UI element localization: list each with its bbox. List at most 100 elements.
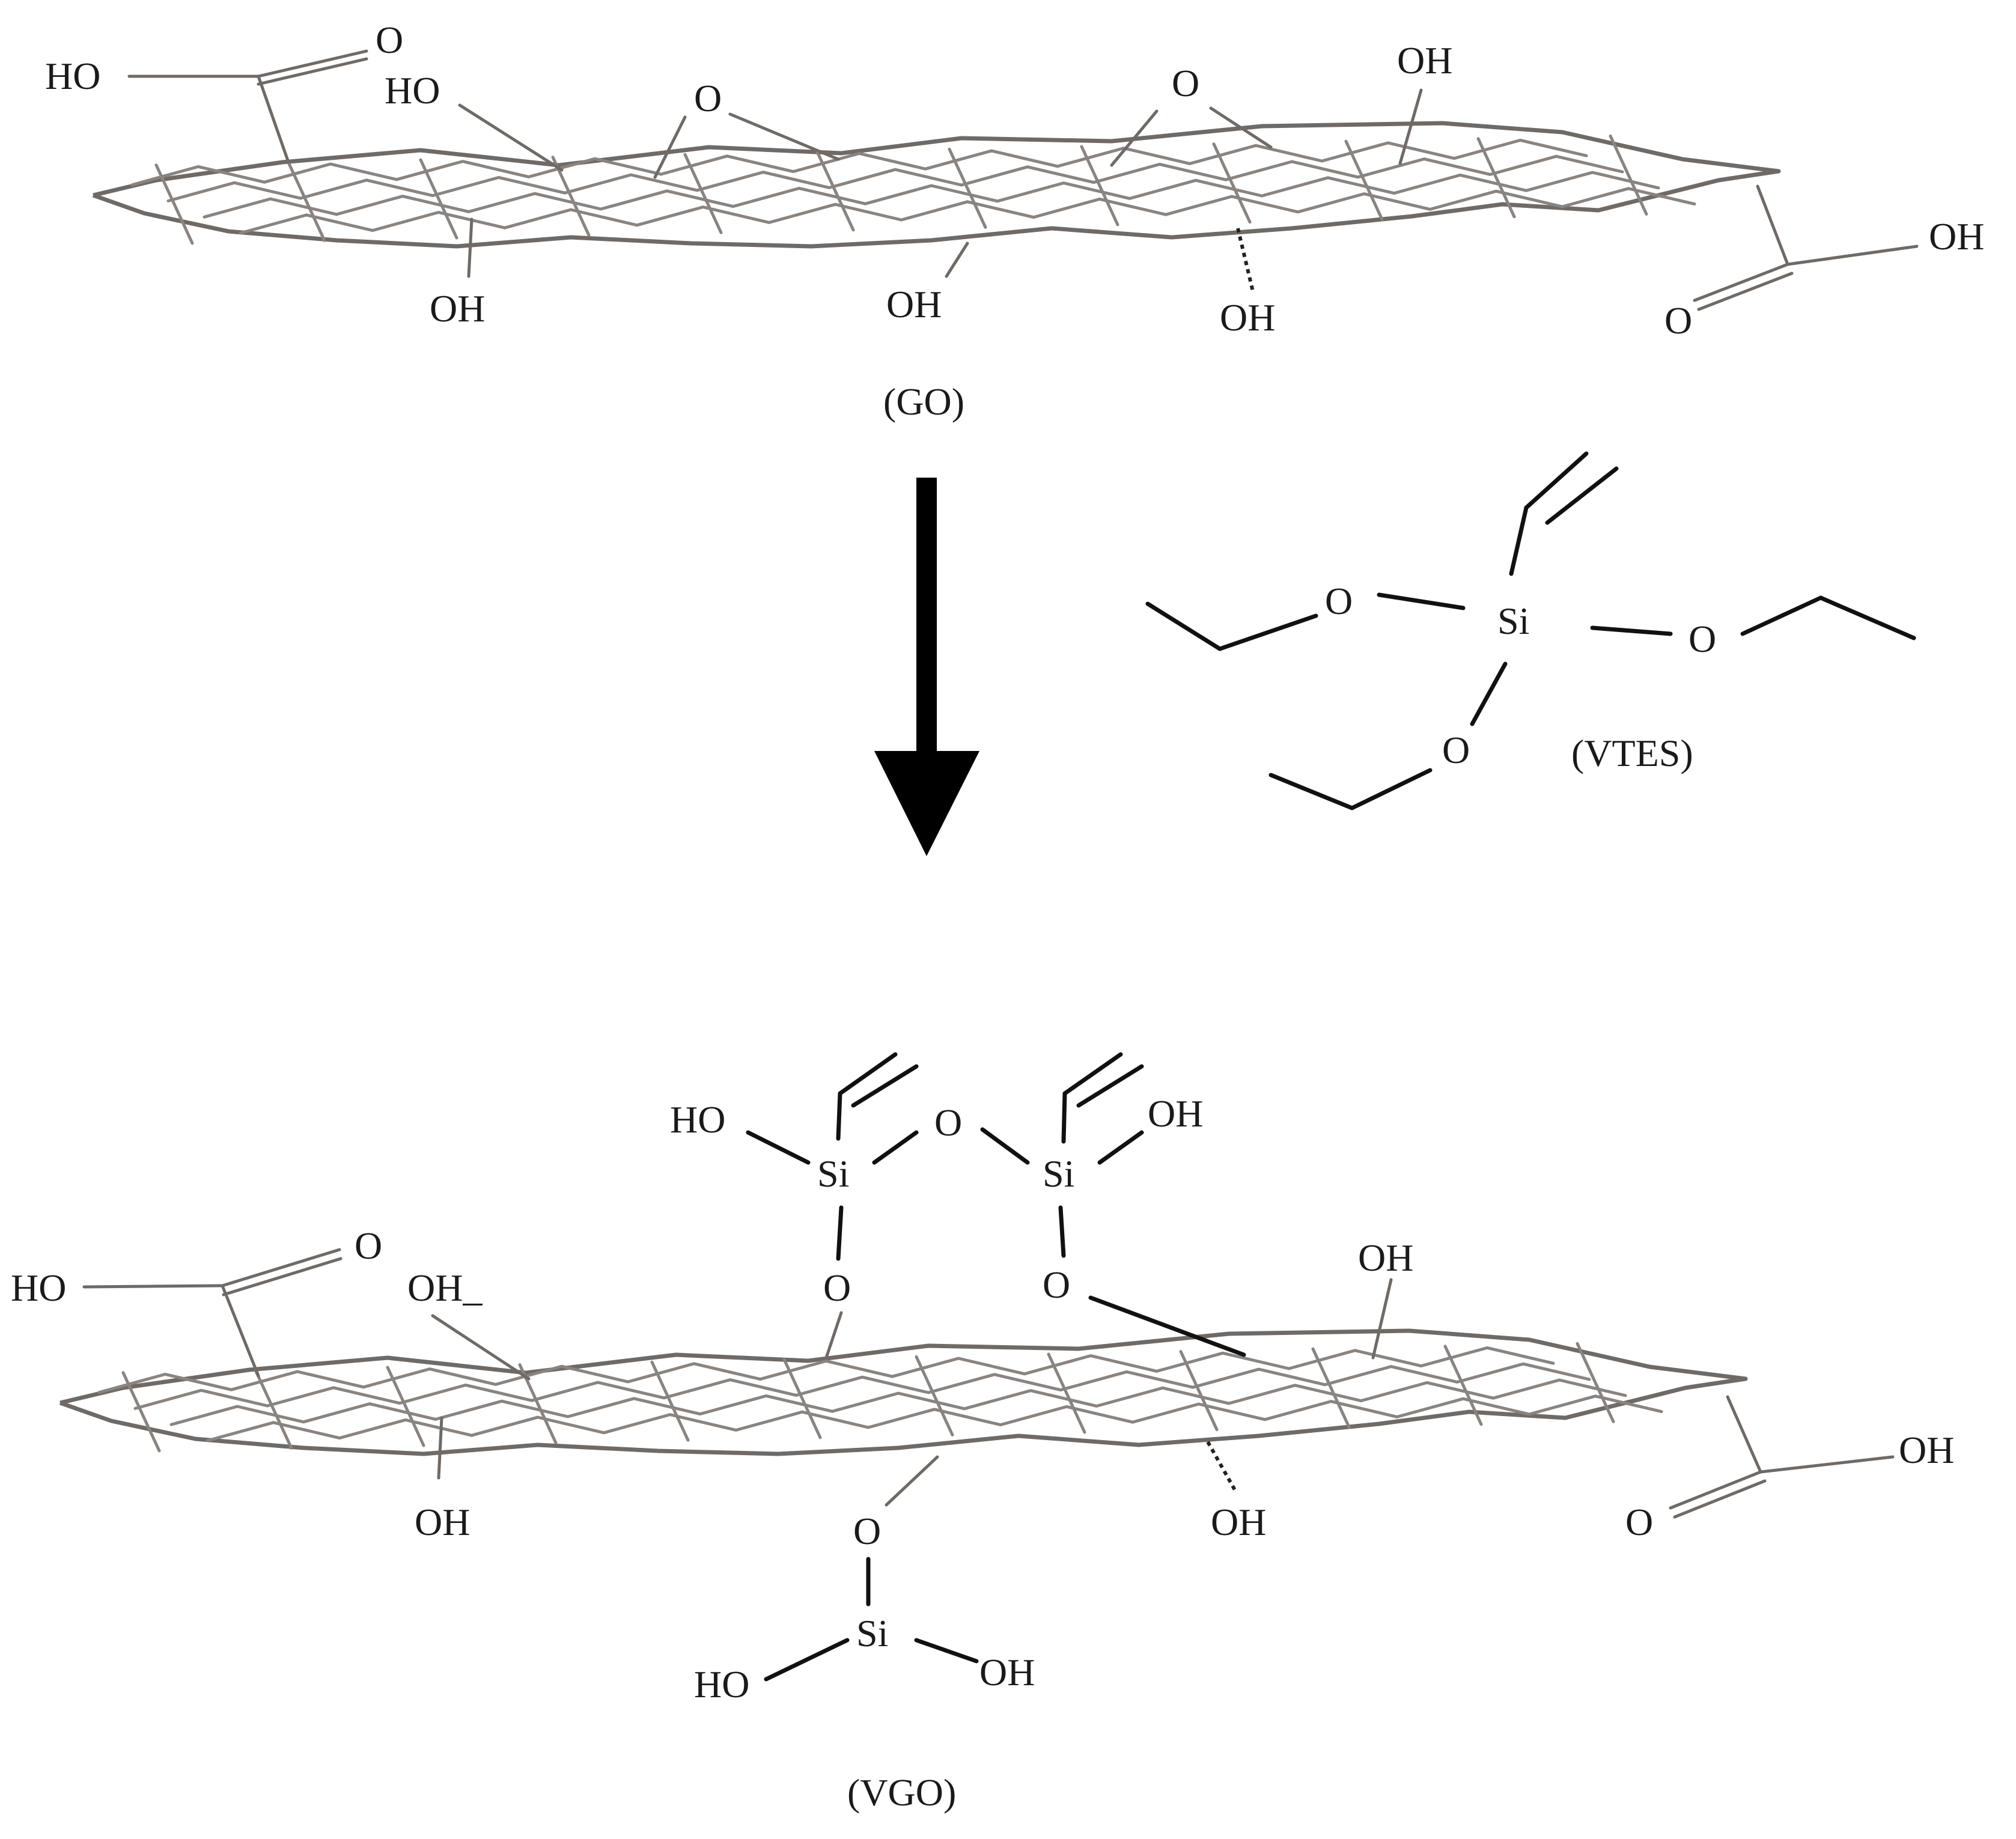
vgo-si1-vinyl-double-b	[851, 1064, 919, 1108]
vgo-oh-bottom1-label: OH	[415, 1501, 470, 1543]
sheet-lattice-link	[948, 147, 987, 229]
vgo-o-left-label: O	[355, 1224, 382, 1267]
go-cooh-right-bond-co-b	[1697, 272, 1794, 311]
vgo-ho-left-label: HO	[11, 1266, 66, 1309]
vtes-vinyl-bond	[1509, 505, 1529, 576]
reaction-arrow	[874, 478, 979, 856]
go-cooh-left-bond-ring	[257, 74, 290, 164]
go-oh-top-bond	[1398, 88, 1423, 165]
vtes-si-label: Si	[1497, 600, 1529, 642]
go-oh-bottom3-label: OH	[1220, 296, 1275, 339]
sheet-lattice-row	[203, 171, 1660, 219]
vtes-caption: (VTES)	[1571, 732, 1693, 774]
sheet-lattice-link	[1311, 1347, 1351, 1429]
vgo-oh-underscore-label: OH_	[407, 1266, 483, 1309]
sheet-lattice-link	[1179, 1350, 1219, 1432]
vgo-si2-vinyl-double-b	[1076, 1064, 1144, 1108]
vtes-molecule: Si O O O (VTES)	[1145, 451, 1916, 810]
go-cooh-left-bond-co-b	[257, 57, 368, 86]
vgo-cooh-right-bond-ring	[1726, 1395, 1762, 1474]
go-cooh-left-bond-co-a	[257, 49, 368, 78]
go-oh-bottom2-label: OH	[886, 283, 942, 326]
vgo-si3-label: Si	[856, 1612, 888, 1655]
go-epoxide1-o-label: O	[694, 77, 722, 120]
sheet-lattice-row	[169, 1378, 1627, 1426]
sheet-lattice-row	[133, 1362, 1591, 1410]
vgo-oh-underscore-bond	[431, 1314, 531, 1381]
vgo-si3-o-label: O	[853, 1510, 881, 1552]
vgo-si2-oh-bond	[1097, 1130, 1144, 1165]
sheet-lattice-link	[1443, 1345, 1483, 1426]
vgo-si2-label: Si	[1043, 1152, 1074, 1195]
go-epoxide2-bond-a	[1110, 109, 1159, 167]
go-o-right-label: O	[1664, 299, 1692, 342]
vgo-oh-bottom2-bond	[1206, 1441, 1237, 1491]
reaction-arrow-shaft	[916, 478, 937, 766]
go-cooh-right-bond-co-a	[1693, 263, 1789, 302]
vgo-cooh-right-bond-co-b	[1673, 1479, 1767, 1519]
go-cooh-right-bond-ring	[1756, 184, 1789, 266]
vgo-si2-o-bridge-bond	[980, 1127, 1030, 1165]
go-o-left-label: O	[376, 19, 403, 61]
go-oh-right-label: OH	[1929, 215, 1984, 258]
go-ho-label: HO	[385, 69, 440, 112]
go-epoxide1-bond-b	[728, 112, 840, 161]
vgo-si1-o-sheet-label: O	[823, 1266, 851, 1309]
vgo-si1-o-down-bond	[836, 1205, 844, 1261]
go-oh-bottom1-bond	[467, 217, 474, 278]
vgo-si3-ho-label: HO	[694, 1663, 749, 1706]
vgo-oh-bottom1-bond	[437, 1416, 443, 1480]
vgo-cooh-left-bond-co-b	[222, 1257, 343, 1296]
go-oh-bottom3-bond	[1236, 228, 1255, 292]
vtes-o-right-si-bond	[1590, 625, 1673, 636]
vgo-graphene-sheet	[59, 1328, 1748, 1456]
sheet-lattice-link	[1080, 145, 1119, 226]
sheet-lattice-row	[166, 154, 1624, 202]
sheet-lattice-link	[419, 158, 458, 240]
vgo-si2-o-down-bond	[1058, 1205, 1066, 1258]
vgo-oh-top-label: OH	[1358, 1236, 1413, 1279]
vtes-o-left-si-bond	[1377, 592, 1466, 610]
go-graphene-sheet	[92, 121, 1781, 249]
vtes-o-bottom-si-bond	[1470, 661, 1508, 726]
vtes-ethyl-left-b	[1145, 601, 1222, 651]
vtes-ethyl-left-a	[1217, 613, 1318, 651]
sheet-lattice-row	[206, 1394, 1663, 1442]
vgo-oh-top-bond	[1371, 1278, 1393, 1360]
vtes-ethyl-right-a	[1740, 595, 1823, 636]
vgo-si2-vinyl-bond	[1061, 1091, 1067, 1144]
sheet-lattice-row	[97, 1346, 1555, 1394]
sheet-lattice-link	[1609, 134, 1648, 216]
vgo-si2-o-sheet-bond	[1088, 1295, 1246, 1357]
go-epoxide2-bond-b	[1209, 106, 1273, 149]
vtes-vinyl-double-b	[1545, 466, 1619, 525]
sheet-lattice-link	[1344, 139, 1384, 221]
go-cooh-right-bond-oh	[1786, 245, 1919, 266]
vtes-o-bottom-label: O	[1442, 729, 1470, 771]
vgo-si3-oh-label: OH	[979, 1651, 1035, 1694]
vgo-si1-ho-label: HO	[670, 1098, 725, 1141]
vgo-si1-vinyl-double-a	[838, 1052, 898, 1096]
vgo-cooh-right-bond-oh	[1759, 1455, 1895, 1474]
vgo-bridge-o-label: O	[934, 1101, 962, 1144]
vtes-ethyl-bottom-b	[1268, 773, 1354, 810]
go-oh-bottom2-bond	[945, 242, 969, 278]
vgo-cooh-right-bond-co-a	[1669, 1470, 1762, 1510]
go-epoxide1-bond-a	[653, 115, 687, 179]
vgo-si2-vinyl-double-a	[1062, 1052, 1123, 1096]
sheet-lattice-link	[287, 160, 326, 242]
vgo-cooh-left-bond-oh	[82, 1284, 224, 1289]
vgo-cooh-left-bond-ring	[221, 1284, 260, 1378]
sheet-lattice-link	[782, 1358, 822, 1439]
vgo-cooh-left-bond-co-a	[221, 1248, 341, 1287]
vgo-oh-right-label: OH	[1899, 1429, 1954, 1471]
go-epoxide2-o-label: O	[1172, 62, 1199, 105]
vgo-o-right-label: O	[1625, 1501, 1653, 1543]
vtes-o-left-label: O	[1325, 580, 1353, 622]
sheet-lattice-link	[683, 153, 723, 234]
sheet-outline	[59, 1328, 1748, 1456]
vgo-si1-vinyl-bond	[836, 1091, 842, 1141]
vgo-si1-o-bridge-bond	[872, 1130, 919, 1165]
vgo-caption: (VGO)	[847, 1771, 956, 1814]
